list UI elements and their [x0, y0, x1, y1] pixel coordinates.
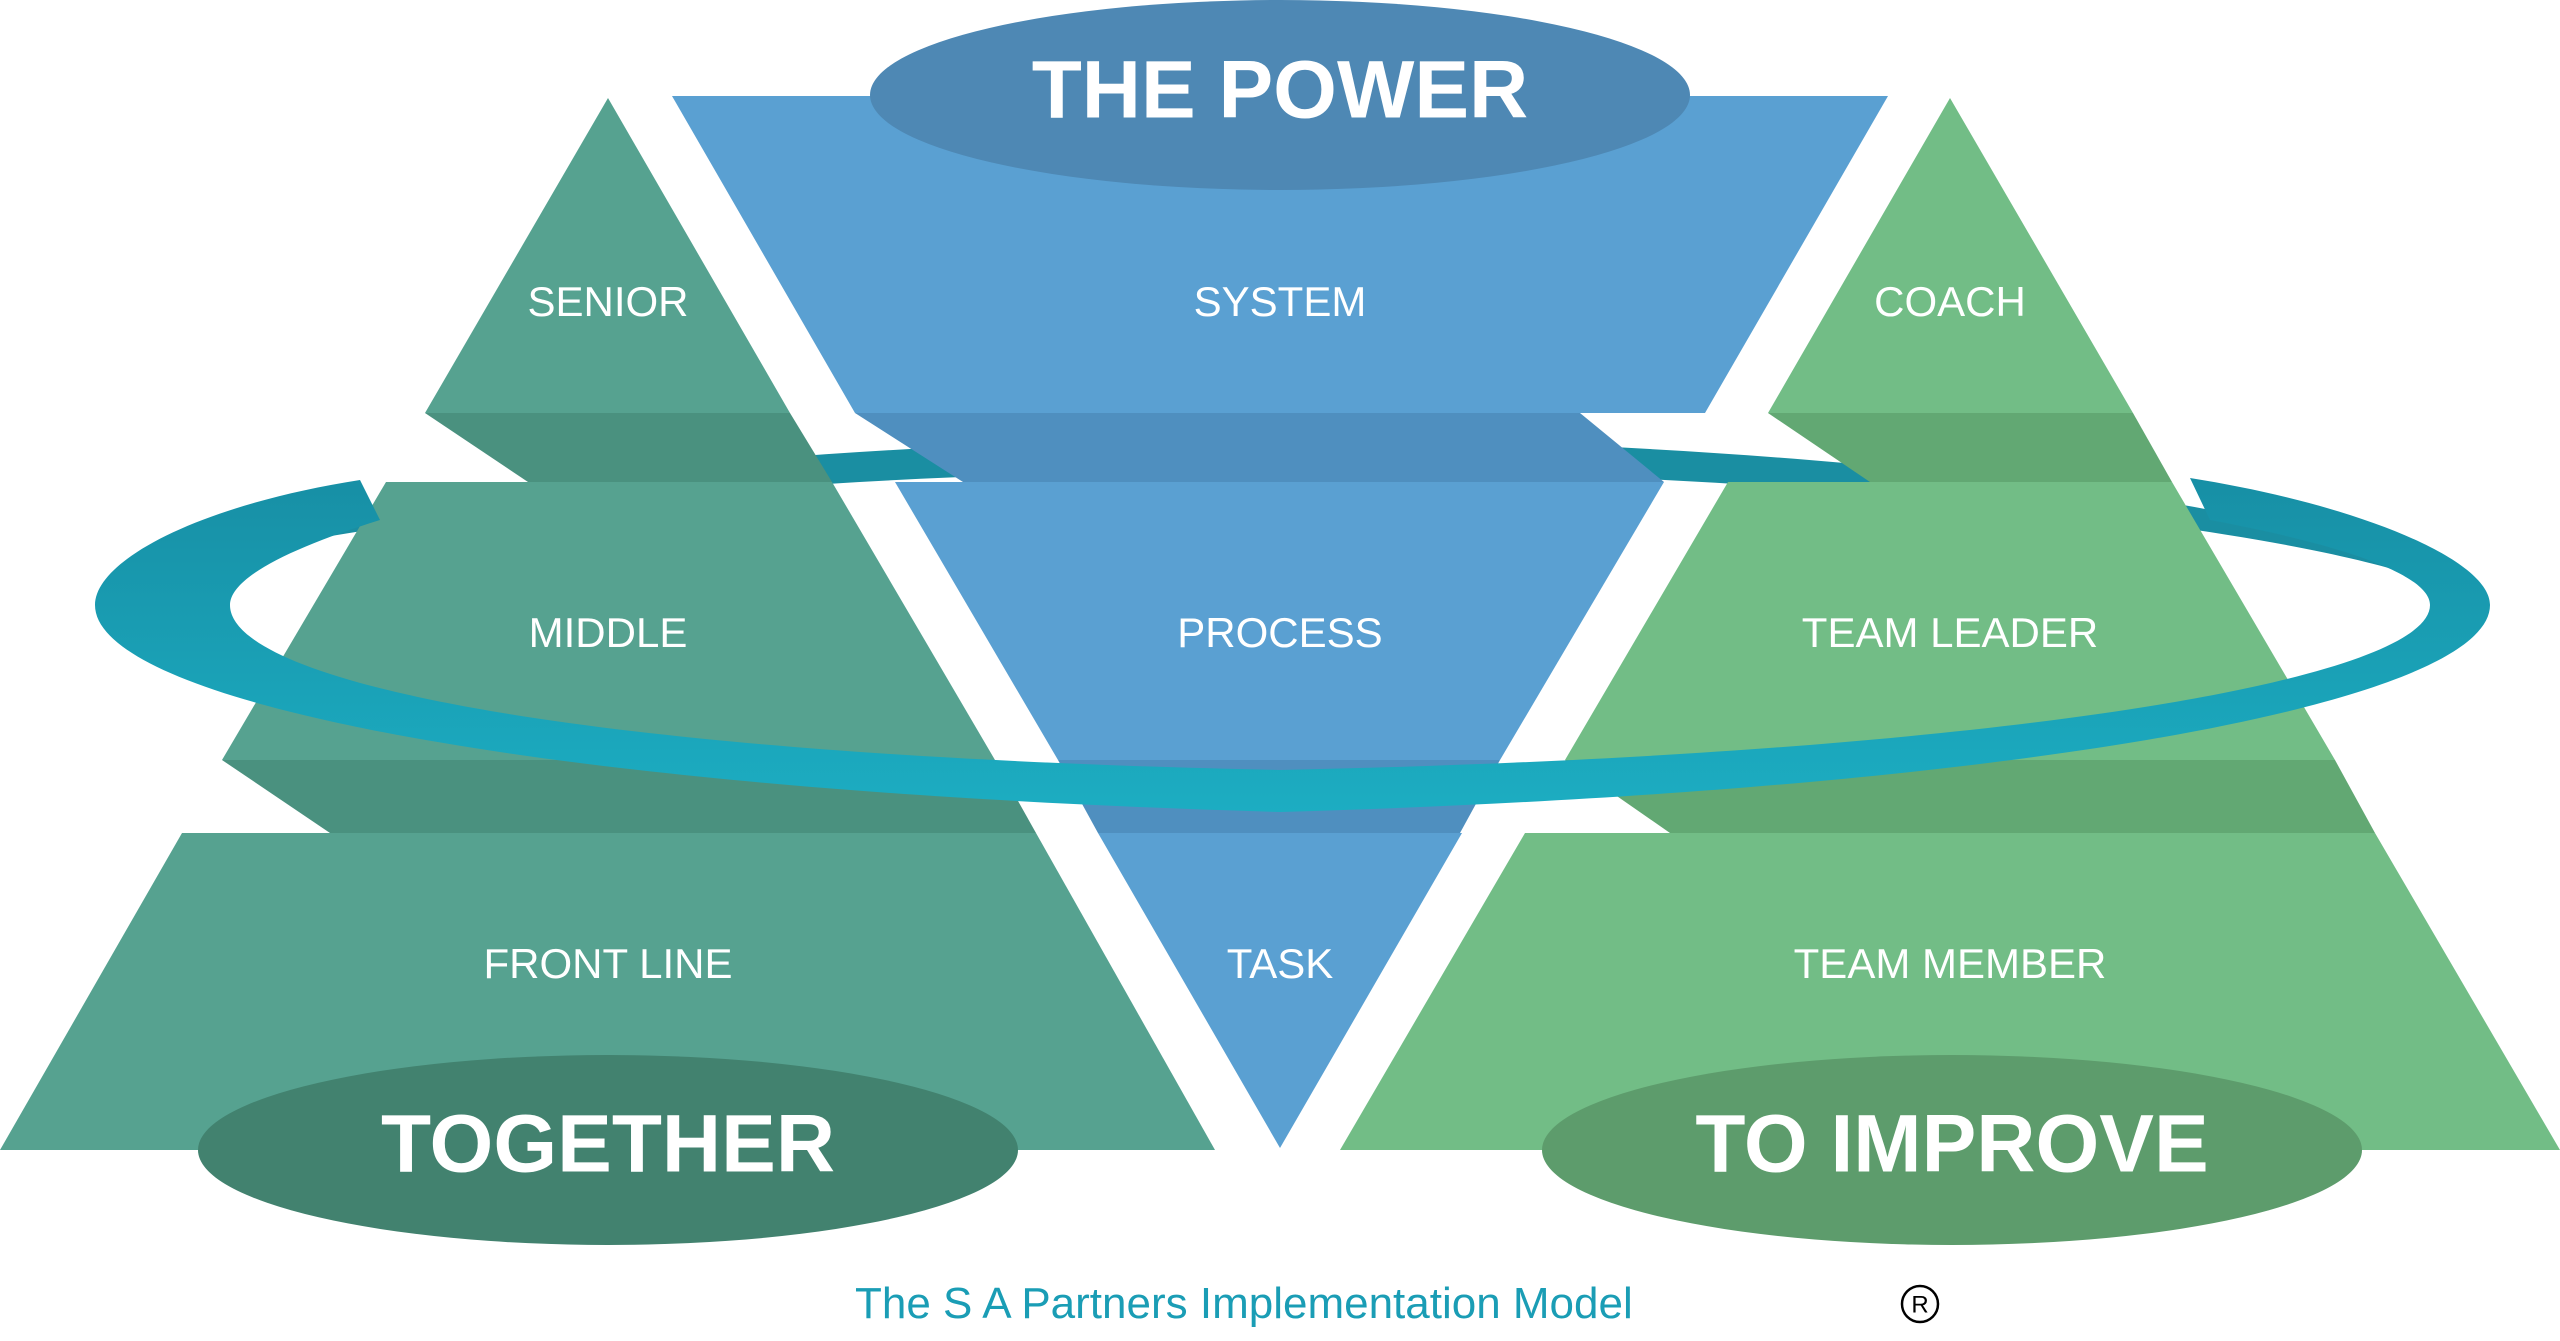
registered-mark: R — [1900, 1284, 1940, 1324]
label-senior: SENIOR — [527, 278, 688, 325]
right-tier-middle — [1565, 482, 2335, 760]
label-team-leader: TEAM LEADER — [1802, 609, 2098, 656]
banner-ellipse-to-improve — [1542, 1055, 2362, 1245]
banner-the-power: THE POWER — [870, 0, 1690, 190]
banner-ellipse-together — [198, 1055, 1018, 1245]
center-shelf-1 — [855, 413, 1664, 482]
left-shelf-1 — [425, 413, 832, 482]
banner-text-to-improve: TO IMPROVE — [1695, 1099, 2208, 1190]
ring-left-end — [95, 478, 2490, 812]
center-tier-top — [672, 96, 1888, 413]
registered-letter: R — [1911, 1291, 1928, 1318]
label-middle: MIDDLE — [529, 609, 688, 656]
right-pyramid — [1340, 98, 2560, 1150]
label-front-line: FRONT LINE — [484, 940, 733, 987]
right-tier-top — [1768, 98, 2133, 413]
center-tier-bottom — [1098, 833, 1462, 1148]
right-shelf-1 — [1768, 413, 2172, 482]
ring-front — [95, 478, 2490, 812]
label-process: PROCESS — [1177, 609, 1382, 656]
left-tier-top — [425, 98, 790, 413]
label-system: SYSTEM — [1194, 278, 1367, 325]
left-pyramid — [0, 98, 1215, 1150]
label-team-member: TEAM MEMBER — [1794, 940, 2107, 987]
left-tier-bottom — [0, 833, 1215, 1150]
banner-together: TOGETHER — [198, 1055, 1018, 1245]
label-coach: COACH — [1874, 278, 2026, 325]
registered-circle — [1900, 1284, 1940, 1324]
left-tier-middle — [222, 482, 995, 760]
left-labels: SENIOR MIDDLE FRONT LINE — [484, 278, 733, 987]
caption-text: The S A Partners Implementation Model — [855, 1279, 1633, 1328]
banner-text-together: TOGETHER — [381, 1099, 835, 1190]
banner-ellipse-the-power — [870, 0, 1690, 190]
center-labels: SYSTEM PROCESS TASK — [1177, 278, 1382, 987]
label-task: TASK — [1227, 940, 1334, 987]
right-labels: COACH TEAM LEADER TEAM MEMBER — [1794, 278, 2107, 987]
banner-to-improve: TO IMPROVE — [1542, 1055, 2362, 1245]
center-tier-middle — [895, 482, 1664, 760]
right-tier-bottom — [1340, 833, 2560, 1150]
banner-text-the-power: THE POWER — [1032, 45, 1529, 136]
